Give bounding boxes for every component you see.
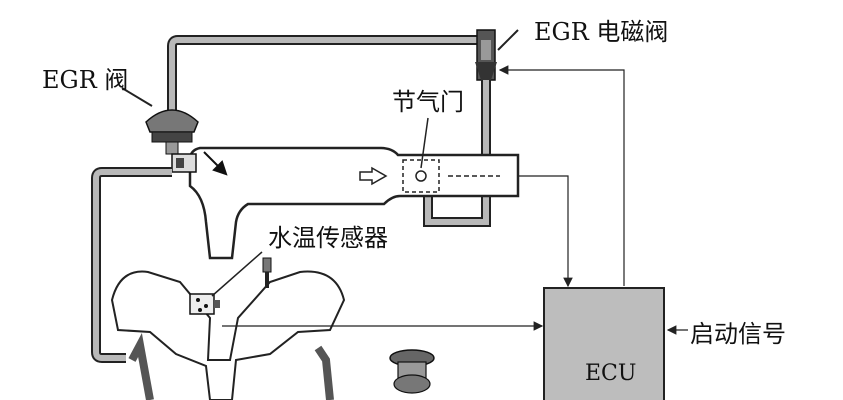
egr-valve-label: EGR 阀 <box>42 66 128 94</box>
ecu-to-solenoid-line <box>498 65 625 286</box>
coolant-sensor <box>189 293 220 315</box>
egr-valve-body <box>145 109 199 173</box>
throttle-body <box>402 159 440 193</box>
start-signal-label: 启动信号 <box>690 320 786 348</box>
spark-plug-icon <box>262 257 272 288</box>
coolant-sensor-leader <box>211 251 263 297</box>
ecu-box <box>543 287 665 400</box>
pressure-regulator-icon <box>389 349 435 394</box>
airflow-arrow <box>359 166 388 186</box>
exhaust-flow-arrow <box>203 151 228 176</box>
throttle-leader <box>420 117 429 169</box>
throttle-plate <box>415 170 427 182</box>
left-exhaust-runner <box>128 332 154 400</box>
right-exhaust-runner <box>314 345 334 400</box>
egr-solenoid-leader <box>497 29 519 51</box>
engine-block <box>110 270 346 400</box>
coolant-sensor-label: 水温传感器 <box>268 224 388 252</box>
egr-solenoid-label: EGR 电磁阀 <box>534 18 668 46</box>
throttle-label: 节气门 <box>392 88 464 116</box>
throttle-to-ecu-line <box>518 175 573 288</box>
egr-valve-leader <box>121 87 153 107</box>
egr-solenoid-body <box>475 29 497 81</box>
ecu-label: ECU <box>585 361 636 386</box>
